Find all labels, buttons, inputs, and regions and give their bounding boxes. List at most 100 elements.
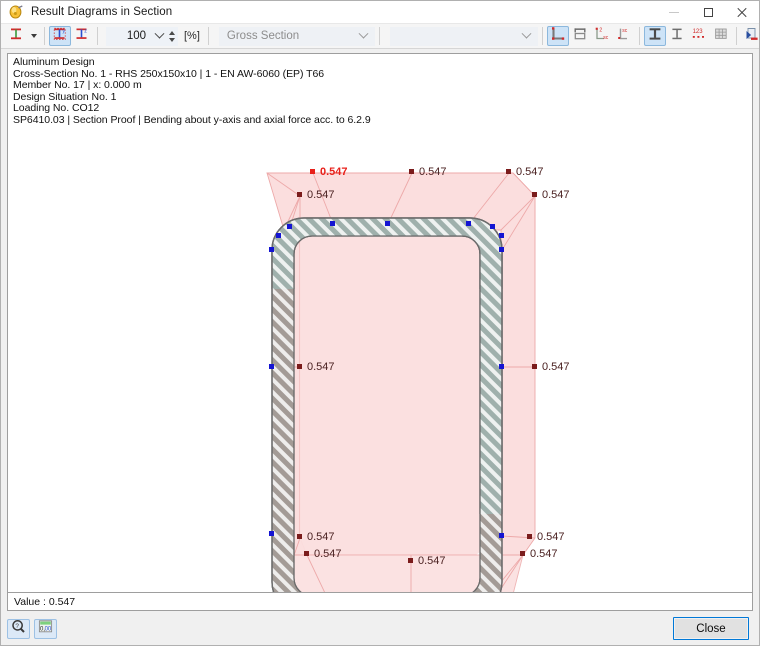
section-inner-outline: [293, 235, 481, 592]
section-outer-outline: [271, 217, 503, 592]
show-diagram-full-button[interactable]: [643, 26, 666, 47]
value-label-top-left-outer[interactable]: 0.547: [310, 166, 348, 178]
section-type-dropdown[interactable]: Gross Section: [218, 26, 375, 46]
help-button[interactable]: ?: [7, 619, 30, 639]
window-title: Result Diagrams in Section: [31, 6, 173, 18]
show-grid-button[interactable]: [710, 26, 732, 46]
label-marker: [297, 364, 302, 369]
label-marker: [409, 169, 414, 174]
zoom-combobox[interactable]: 100: [106, 26, 178, 46]
svg-text:2: 2: [599, 27, 602, 33]
label-marker: [532, 192, 537, 197]
value-label-left-upper[interactable]: 0.547: [297, 189, 335, 201]
value-label-top-right[interactable]: 0.547: [506, 166, 544, 178]
node-point[interactable]: [490, 224, 495, 229]
node-point[interactable]: [499, 533, 504, 538]
export-to-printout-button[interactable]: [741, 26, 760, 46]
section-info-block: Aluminum Design Cross-Section No. 1 - RH…: [13, 56, 371, 127]
dimension-line-icon: [572, 26, 588, 47]
show-diagram-outline-button[interactable]: [666, 26, 688, 46]
value-labels[interactable]: 0.547 0.547 0.547 0.547 0.547: [297, 166, 570, 567]
label-marker: [532, 364, 537, 369]
section-parts-icon: sc: [616, 26, 632, 47]
svg-text:?: ?: [15, 623, 19, 630]
value-label-left-lower-a[interactable]: 0.547: [297, 531, 335, 543]
svg-text:z: z: [84, 28, 87, 34]
diagram-canvas[interactable]: Aluminum Design Cross-Section No. 1 - RH…: [7, 53, 753, 593]
info-line-0: Aluminum Design: [13, 56, 95, 68]
stress-point-markers[interactable]: [269, 221, 504, 593]
diagram-band-right: [500, 194, 536, 556]
spinner-up-icon[interactable]: [168, 30, 175, 35]
secondary-filter-dropdown-arrow[interactable]: [517, 28, 537, 40]
i-section-filled-icon: [647, 26, 663, 47]
toolbar-separator: [378, 27, 380, 45]
magnifier-question-icon: ?: [11, 619, 26, 639]
toolbar-separator: [97, 27, 98, 45]
secondary-filter-dropdown[interactable]: [389, 26, 538, 46]
stress-point-y-icon: y: [52, 26, 68, 47]
info-line-2: Member No. 17 | x: 0.000 m: [13, 79, 142, 92]
value-label-right-mid[interactable]: 0.547: [532, 361, 570, 373]
show-section-outline-button[interactable]: [546, 26, 569, 47]
spinner-down-icon[interactable]: [168, 37, 175, 42]
info-line-4: Loading No. CO12: [13, 102, 100, 115]
node-point[interactable]: [466, 221, 471, 226]
zoom-spinner[interactable]: [166, 28, 177, 45]
toolbar-separator: [541, 27, 543, 45]
cross-section-figure[interactable]: 0.547 0.547 0.547 0.547 0.547: [8, 54, 753, 593]
section-type-dropdown-arrow[interactable]: [354, 28, 374, 40]
label-value: 0.547: [320, 166, 348, 178]
node-point[interactable]: [269, 247, 274, 252]
value-label-top-mid[interactable]: 0.547: [409, 166, 447, 178]
info-line-1: Cross-Section No. 1 - RHS 250x150x10 | 1…: [13, 67, 325, 80]
footer-bar: ? 0, 00 Close: [1, 613, 759, 645]
label-marker: [310, 169, 315, 174]
grid-icon: [713, 26, 729, 47]
node-point[interactable]: [385, 221, 390, 226]
show-values-button[interactable]: 123: [688, 26, 710, 46]
node-point[interactable]: [269, 531, 274, 536]
stress-point-z-icon: z: [74, 26, 90, 47]
node-point[interactable]: [499, 247, 504, 252]
node-point[interactable]: [330, 221, 335, 226]
close-window-button[interactable]: [725, 1, 759, 24]
value-label-right-lower-b[interactable]: 0.547: [520, 548, 558, 560]
diagram-band-bottom: [283, 554, 524, 592]
value-label-bottom-mid[interactable]: 0.547: [408, 555, 446, 567]
svg-text:y: y: [62, 28, 65, 34]
value-label-right-lower-a[interactable]: 0.547: [527, 531, 565, 543]
toolbar-separator: [638, 27, 640, 45]
zoom-unit-label: [%]: [184, 30, 200, 42]
minimize-icon: [669, 12, 679, 13]
show-stress-points-button[interactable]: 2 sc: [591, 26, 613, 46]
svg-text:sc: sc: [622, 28, 628, 34]
decimal-places-button[interactable]: 0, 00: [34, 619, 57, 639]
label-value: 0.547: [307, 531, 335, 543]
label-value: 0.547: [516, 166, 544, 178]
show-parts-button[interactable]: sc: [613, 26, 635, 46]
node-point[interactable]: [276, 233, 281, 238]
export-printout-icon: [744, 26, 760, 47]
zoom-dropdown-arrow[interactable]: [152, 28, 166, 40]
label-value: 0.547: [542, 189, 570, 201]
close-button[interactable]: Close: [673, 617, 749, 640]
section-axis-dropdown-button[interactable]: [27, 26, 40, 46]
node-point[interactable]: [269, 364, 274, 369]
chevron-down-icon: [30, 34, 37, 38]
stress-point-z-button[interactable]: z: [71, 26, 93, 46]
zoom-value[interactable]: 100: [126, 30, 146, 42]
section-axis-tool-button[interactable]: [5, 26, 27, 46]
value-label-right-upper[interactable]: 0.547: [532, 189, 570, 201]
maximize-button[interactable]: [691, 1, 725, 24]
show-dimension-lines-button[interactable]: [569, 26, 591, 46]
node-point[interactable]: [499, 364, 504, 369]
value-label-left-lower-b[interactable]: 0.547: [304, 548, 342, 560]
value-label-left-mid[interactable]: 0.547: [297, 361, 335, 373]
section-corner-icon: [550, 26, 566, 47]
node-point[interactable]: [287, 224, 292, 229]
node-point[interactable]: [499, 233, 504, 238]
stress-point-y-button[interactable]: y: [49, 26, 71, 46]
minimize-button[interactable]: [657, 1, 691, 24]
